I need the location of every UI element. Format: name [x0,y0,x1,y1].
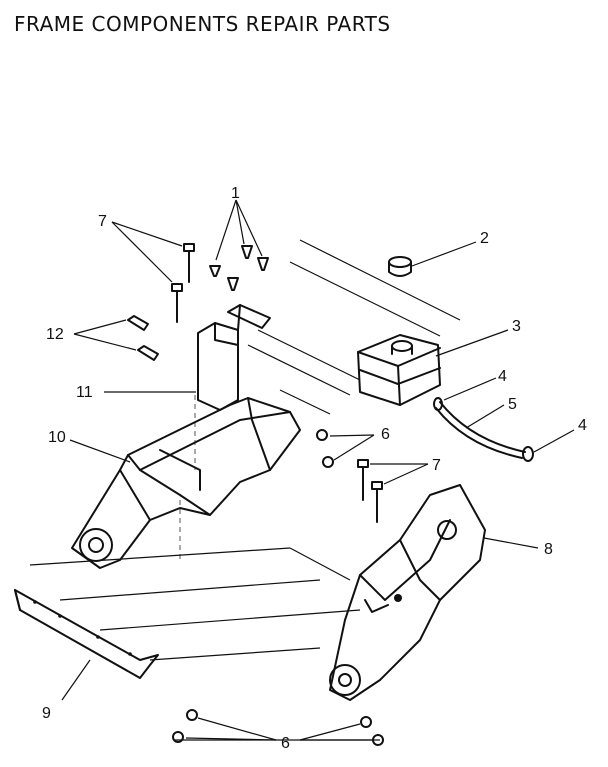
callout-7-upper: 7 [98,213,107,230]
page-title: FRAME COMPONENTS REPAIR PARTS [14,12,391,36]
bolts [171,243,383,523]
fuel-tank [357,334,441,406]
callout-10: 10 [48,429,66,446]
bracket [197,304,271,411]
right-frame-plate [329,484,486,701]
small-screws [127,315,159,361]
leader-lines [61,199,575,741]
screws [209,245,269,291]
callout-1: 1 [231,185,240,202]
callout-9: 9 [42,705,51,722]
projection-lines [29,239,461,741]
callout-4-upper: 4 [498,368,507,385]
bolt [357,459,369,501]
callout-4-right: 4 [578,417,587,434]
callout-12: 12 [46,326,64,343]
left-frame-plate [71,397,301,569]
callout-6-upper: 6 [381,426,390,443]
nuts [172,429,384,746]
callout-8: 8 [544,541,553,558]
callout-6-lower: 6 [281,735,290,752]
callout-3: 3 [512,318,521,335]
front-crossbar [14,589,159,679]
bolt [171,283,183,323]
bolt [371,481,383,523]
callout-7-lower: 7 [432,457,441,474]
callout-5: 5 [508,396,517,413]
fuel-line [433,397,534,462]
bolt [183,243,195,283]
callout-11: 11 [76,384,93,401]
callout-labels: 1 2 3 4 4 5 6 6 7 7 8 9 10 11 12 [42,185,587,752]
fuel-cap [388,256,412,277]
callout-2: 2 [480,230,489,247]
